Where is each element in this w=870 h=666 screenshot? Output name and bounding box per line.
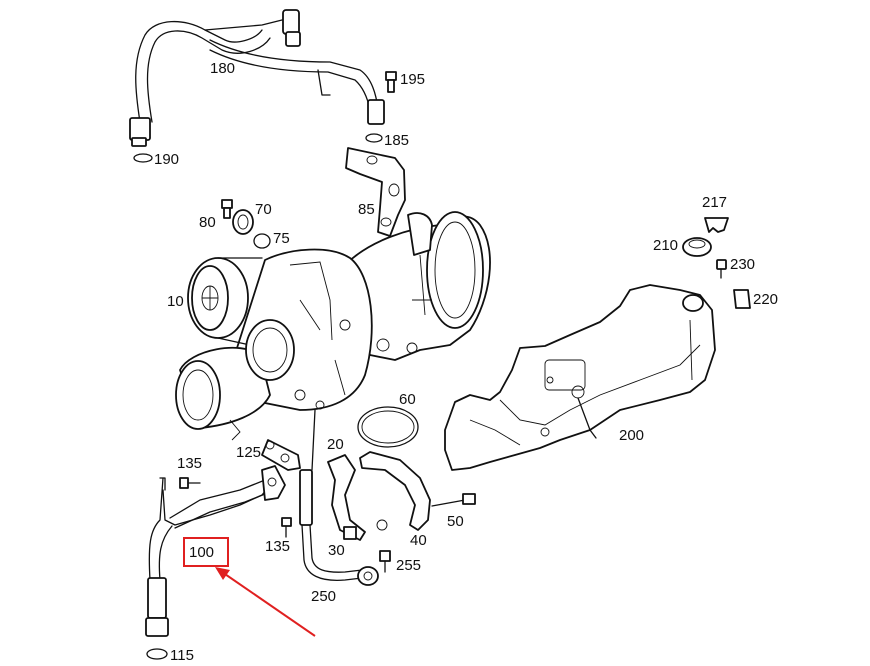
part-185-ring[interactable] — [365, 133, 383, 143]
part-200-heat-shield[interactable] — [444, 284, 716, 471]
label-195: 195 — [400, 71, 425, 88]
label-200: 200 — [619, 427, 644, 444]
label-135-lower: 135 — [265, 538, 290, 555]
part-40-clamp[interactable] — [359, 451, 431, 531]
label-115: 115 — [170, 647, 194, 664]
part-220-clip[interactable] — [733, 289, 751, 309]
label-250: 250 — [311, 588, 336, 605]
label-217: 217 — [702, 194, 727, 211]
label-180: 180 — [210, 60, 235, 77]
label-185: 185 — [384, 132, 409, 149]
part-230-nut[interactable] — [716, 259, 727, 279]
label-135-upper: 135 — [177, 455, 202, 472]
part-20-clamp[interactable] — [327, 454, 366, 541]
highlight-box-100 — [183, 537, 229, 567]
label-220: 220 — [753, 291, 778, 308]
part-125-gasket[interactable] — [261, 439, 301, 471]
part-60-gasket[interactable] — [357, 406, 419, 448]
label-85: 85 — [358, 201, 375, 218]
part-250-line[interactable] — [299, 409, 379, 586]
part-80-bolt[interactable] — [221, 199, 233, 219]
label-20: 20 — [327, 436, 344, 453]
part-210-grommet[interactable] — [682, 237, 712, 257]
label-80: 80 — [199, 214, 216, 231]
label-100: 100 — [189, 544, 214, 561]
part-30-nut[interactable] — [343, 526, 357, 540]
label-125: 125 — [236, 444, 261, 461]
part-180-line[interactable] — [129, 9, 385, 147]
part-190-ring[interactable] — [133, 153, 153, 163]
part-135-bolt-lower[interactable] — [281, 517, 292, 538]
highlight-arrow — [215, 567, 316, 637]
part-217-clip[interactable] — [704, 217, 729, 233]
label-60: 60 — [399, 391, 416, 408]
part-100-oil-line[interactable] — [145, 465, 286, 637]
label-75: 75 — [273, 230, 290, 247]
label-255: 255 — [396, 557, 421, 574]
label-50: 50 — [447, 513, 464, 530]
part-85-bracket[interactable] — [345, 147, 406, 237]
part-255-bolt[interactable] — [379, 550, 391, 573]
part-195-bolt[interactable] — [385, 71, 397, 93]
part-50-bolt[interactable] — [431, 493, 476, 507]
label-210: 210 — [653, 237, 678, 254]
part-70-fitting[interactable] — [232, 209, 254, 235]
label-190: 190 — [154, 151, 179, 168]
part-75-ring[interactable] — [253, 233, 271, 249]
part-115-ring[interactable] — [146, 648, 168, 660]
label-230: 230 — [730, 256, 755, 273]
label-30: 30 — [328, 542, 345, 559]
part-135-bolt-upper[interactable] — [179, 477, 201, 489]
part-10-turbocharger[interactable] — [175, 211, 491, 441]
label-10: 10 — [167, 293, 184, 310]
label-40: 40 — [410, 532, 427, 549]
label-70: 70 — [255, 201, 272, 218]
